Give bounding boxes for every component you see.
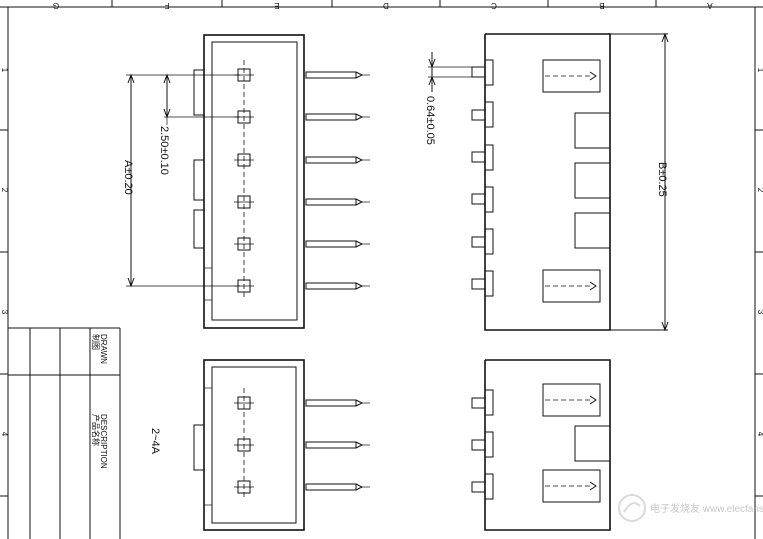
- zone-number-left-2: 2: [0, 188, 9, 193]
- pin-3-row-1: [234, 396, 370, 410]
- zone-number-left-4: 4: [0, 432, 9, 437]
- zone-number-right-2: 2: [756, 188, 763, 193]
- pin-row-2: [234, 110, 370, 124]
- zone-letter-e: E: [274, 1, 279, 10]
- side-pin-stubs: [471, 66, 486, 290]
- zone-letter-b: B: [599, 1, 604, 10]
- pin-row-4: [234, 195, 370, 209]
- pin-3-row-3: [234, 480, 370, 494]
- side-view-3pin: [471, 359, 611, 531]
- variant-label: 2~4A: [149, 428, 161, 455]
- side-notches: [485, 59, 494, 297]
- watermark: 电子发烧友 www.elecfans.com: [618, 494, 763, 522]
- zone-number-right-1: 1: [756, 68, 763, 73]
- zone-number-right-3: 3: [756, 310, 763, 315]
- front-view-6pin: [126, 34, 370, 329]
- zone-numbers: 1 2 3 4 1 2 3 4: [0, 68, 763, 437]
- zone-letter-d: D: [383, 1, 389, 10]
- zone-letter-g: G: [53, 1, 59, 10]
- side-view-6pin: [428, 32, 669, 332]
- dimension-b-label: B±0.25: [656, 162, 668, 197]
- title-drawn-en: DRAWN: [99, 334, 108, 364]
- title-drawn-cn: 制图: [91, 334, 101, 350]
- pin-row-5: [234, 237, 370, 251]
- dimension-a-label: A±0.20: [122, 160, 134, 195]
- dimension-pin-width-label: 0.64±0.05: [424, 96, 436, 145]
- zone-letter-c: C: [491, 1, 497, 10]
- pin-row-6: [234, 279, 370, 293]
- zone-letter-f: F: [164, 1, 169, 10]
- zone-number-left-3: 3: [0, 310, 9, 315]
- pin-row-3: [234, 153, 370, 167]
- dimension-pitch-label: 2.50±0.10: [158, 126, 170, 175]
- pin-row-1: [234, 68, 370, 82]
- title-description-en: DESCRIPTION: [99, 414, 108, 469]
- watermark-text: 电子发烧友 www.elecfans.com: [650, 502, 763, 515]
- zone-letter-a: A: [707, 1, 713, 10]
- zone-number-right-4: 4: [756, 432, 763, 437]
- title-description-cn: 产品名称: [91, 414, 101, 446]
- pin-3-row-2: [234, 438, 370, 452]
- front-view-3pin: [193, 359, 370, 531]
- zone-number-left-1: 1: [0, 68, 9, 73]
- title-block: 制图 DRAWN 产品名称 DESCRIPTION: [8, 327, 121, 539]
- zone-letters: G F E D C B A: [53, 1, 713, 10]
